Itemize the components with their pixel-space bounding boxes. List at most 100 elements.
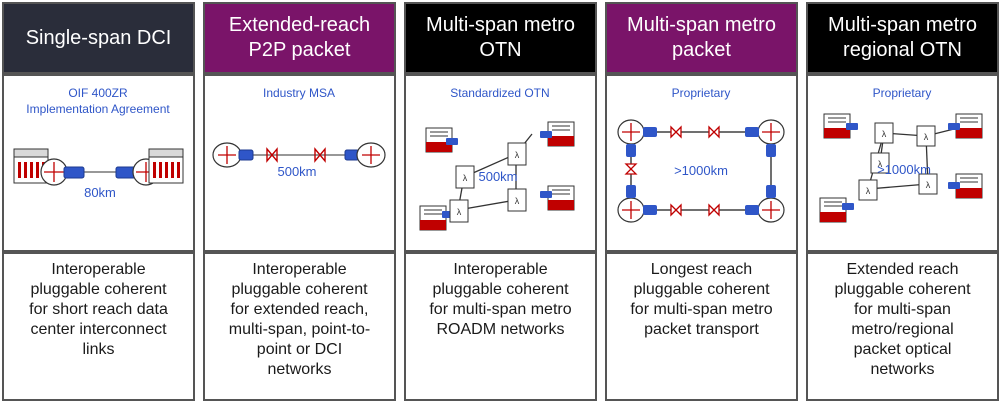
server-icon — [948, 173, 983, 199]
standard-label: Standardized OTN — [450, 86, 549, 100]
column-header: Multi-span metro packet — [605, 2, 798, 74]
column-extended-reach-p2p: Extended-reach P2P packet Industry MSA 5… — [203, 2, 396, 401]
description-line: pluggable coherent — [231, 281, 368, 298]
roadm-icon: λ — [874, 122, 894, 144]
column-header: Multi-span metro OTN — [404, 2, 597, 74]
column-header: Multi-span metro regional OTN — [806, 2, 999, 74]
description-line: ROADM networks — [436, 321, 565, 338]
description: Longest reach pluggable coherent for mul… — [624, 260, 778, 340]
header-line: Multi-span metro — [627, 14, 776, 36]
server-icon — [419, 205, 454, 231]
router-icon — [757, 197, 785, 223]
svg-text:λ: λ — [515, 150, 520, 160]
description-line: Interoperable — [453, 261, 548, 278]
router-icon — [617, 197, 645, 223]
pluggable-optic-icon — [626, 185, 636, 198]
description-line: Extended reach — [846, 261, 959, 278]
header-line: OTN — [479, 39, 522, 61]
pluggable-optic-icon — [63, 166, 85, 179]
svg-text:λ: λ — [926, 180, 931, 190]
pluggable-optic-icon — [238, 149, 254, 161]
description: Interoperable pluggable coherent for mul… — [423, 260, 577, 340]
description-line: multi-span, point-to- — [228, 321, 371, 338]
router-icon — [356, 142, 386, 168]
column-header: Single-span DCI — [2, 2, 195, 74]
pluggable-optic-icon — [745, 205, 759, 215]
svg-text:λ: λ — [463, 173, 468, 183]
header-line: packet — [672, 39, 731, 61]
description-line: networks — [870, 361, 935, 378]
description-line: packet optical — [853, 341, 952, 358]
server-icon — [540, 121, 575, 147]
amplifier-icon — [624, 163, 638, 175]
p2p-diagram: Industry MSA 500km — [212, 86, 386, 179]
header-line: Multi-span metro — [828, 14, 977, 36]
standard-label: Implementation Agreement — [26, 102, 170, 116]
description-panel: Extended reach pluggable coherent for mu… — [806, 252, 999, 401]
description-panel: Interoperable pluggable coherent for ext… — [203, 252, 396, 401]
description-line: for short reach data — [29, 301, 168, 318]
description-line: pluggable coherent — [432, 281, 569, 298]
roadm-icon: λ — [916, 125, 936, 147]
description-line: center interconnect — [30, 321, 167, 338]
description-line: metro/regional — [851, 321, 954, 338]
header-line: regional OTN — [843, 39, 962, 61]
standard-label: Industry MSA — [263, 86, 335, 100]
amplifier-icon — [708, 125, 720, 139]
description-line: for multi-span metro — [429, 301, 572, 318]
server-icon — [540, 185, 575, 211]
standard-label: Proprietary — [672, 86, 731, 100]
distance-label: >1000km — [877, 162, 931, 177]
pluggable-optic-icon — [643, 127, 657, 137]
description: Interoperable pluggable coherent for ext… — [223, 260, 376, 380]
diagram-panel: Standardized OTN — [404, 74, 597, 252]
description-panel: Interoperable pluggable coherent for sho… — [2, 252, 195, 401]
header-line: Multi-span metro — [426, 14, 575, 36]
amplifier-icon — [266, 147, 278, 163]
svg-text:λ: λ — [515, 196, 520, 206]
description-line: Interoperable — [51, 261, 146, 278]
roadm-icon: λ — [858, 179, 878, 201]
distance-label: 500km — [277, 164, 316, 179]
router-icon — [617, 119, 645, 145]
svg-text:λ: λ — [457, 207, 462, 217]
roadm-icon: λ — [918, 173, 938, 195]
description-line: networks — [267, 361, 332, 378]
pluggable-optic-icon — [745, 127, 759, 137]
amplifier-icon — [670, 125, 682, 139]
roadm-icon: λ — [455, 165, 475, 189]
diagram-panel: Proprietary — [806, 74, 999, 252]
server-icon — [823, 113, 858, 139]
amplifier-icon — [670, 203, 682, 217]
distance-label: 80km — [84, 185, 116, 200]
svg-text:λ: λ — [866, 186, 871, 196]
description-line: Longest reach — [650, 261, 753, 278]
column-single-span-dci: Single-span DCI OIF 400ZR Implementation… — [2, 2, 195, 401]
svg-text:λ: λ — [882, 129, 887, 139]
description-panel: Longest reach pluggable coherent for mul… — [605, 252, 798, 401]
server-icon — [819, 197, 854, 223]
description-line: for multi-span metro — [630, 301, 773, 318]
diagram-panel: OIF 400ZR Implementation Agreement — [2, 74, 195, 252]
ring-diagram: Proprietary >1000km — [617, 86, 785, 223]
amplifier-icon — [314, 147, 326, 163]
regional-mesh-diagram: Proprietary — [819, 86, 983, 223]
roadm-icon: λ — [507, 142, 527, 166]
header-line: Extended-reach — [228, 14, 371, 36]
description-line: packet transport — [644, 321, 759, 338]
pluggable-optic-icon — [626, 144, 636, 157]
server-icon — [425, 127, 458, 153]
description: Extended reach pluggable coherent for mu… — [828, 260, 976, 380]
description-line: links — [82, 341, 115, 358]
standard-label: Proprietary — [873, 86, 932, 100]
distance-label: >1000km — [674, 163, 728, 178]
header-line: Single-span DCI — [25, 26, 172, 49]
svg-text:λ: λ — [878, 159, 883, 169]
column-multi-span-metro-otn: Multi-span metro OTN Standardized OTN — [404, 2, 597, 401]
pluggable-optic-icon — [766, 185, 776, 198]
distance-label: 500km — [478, 169, 517, 184]
diagram-panel: Industry MSA 500km — [203, 74, 396, 252]
amplifier-icon — [708, 203, 720, 217]
roadm-icon: λ — [449, 199, 469, 223]
pluggable-optic-icon — [766, 144, 776, 157]
